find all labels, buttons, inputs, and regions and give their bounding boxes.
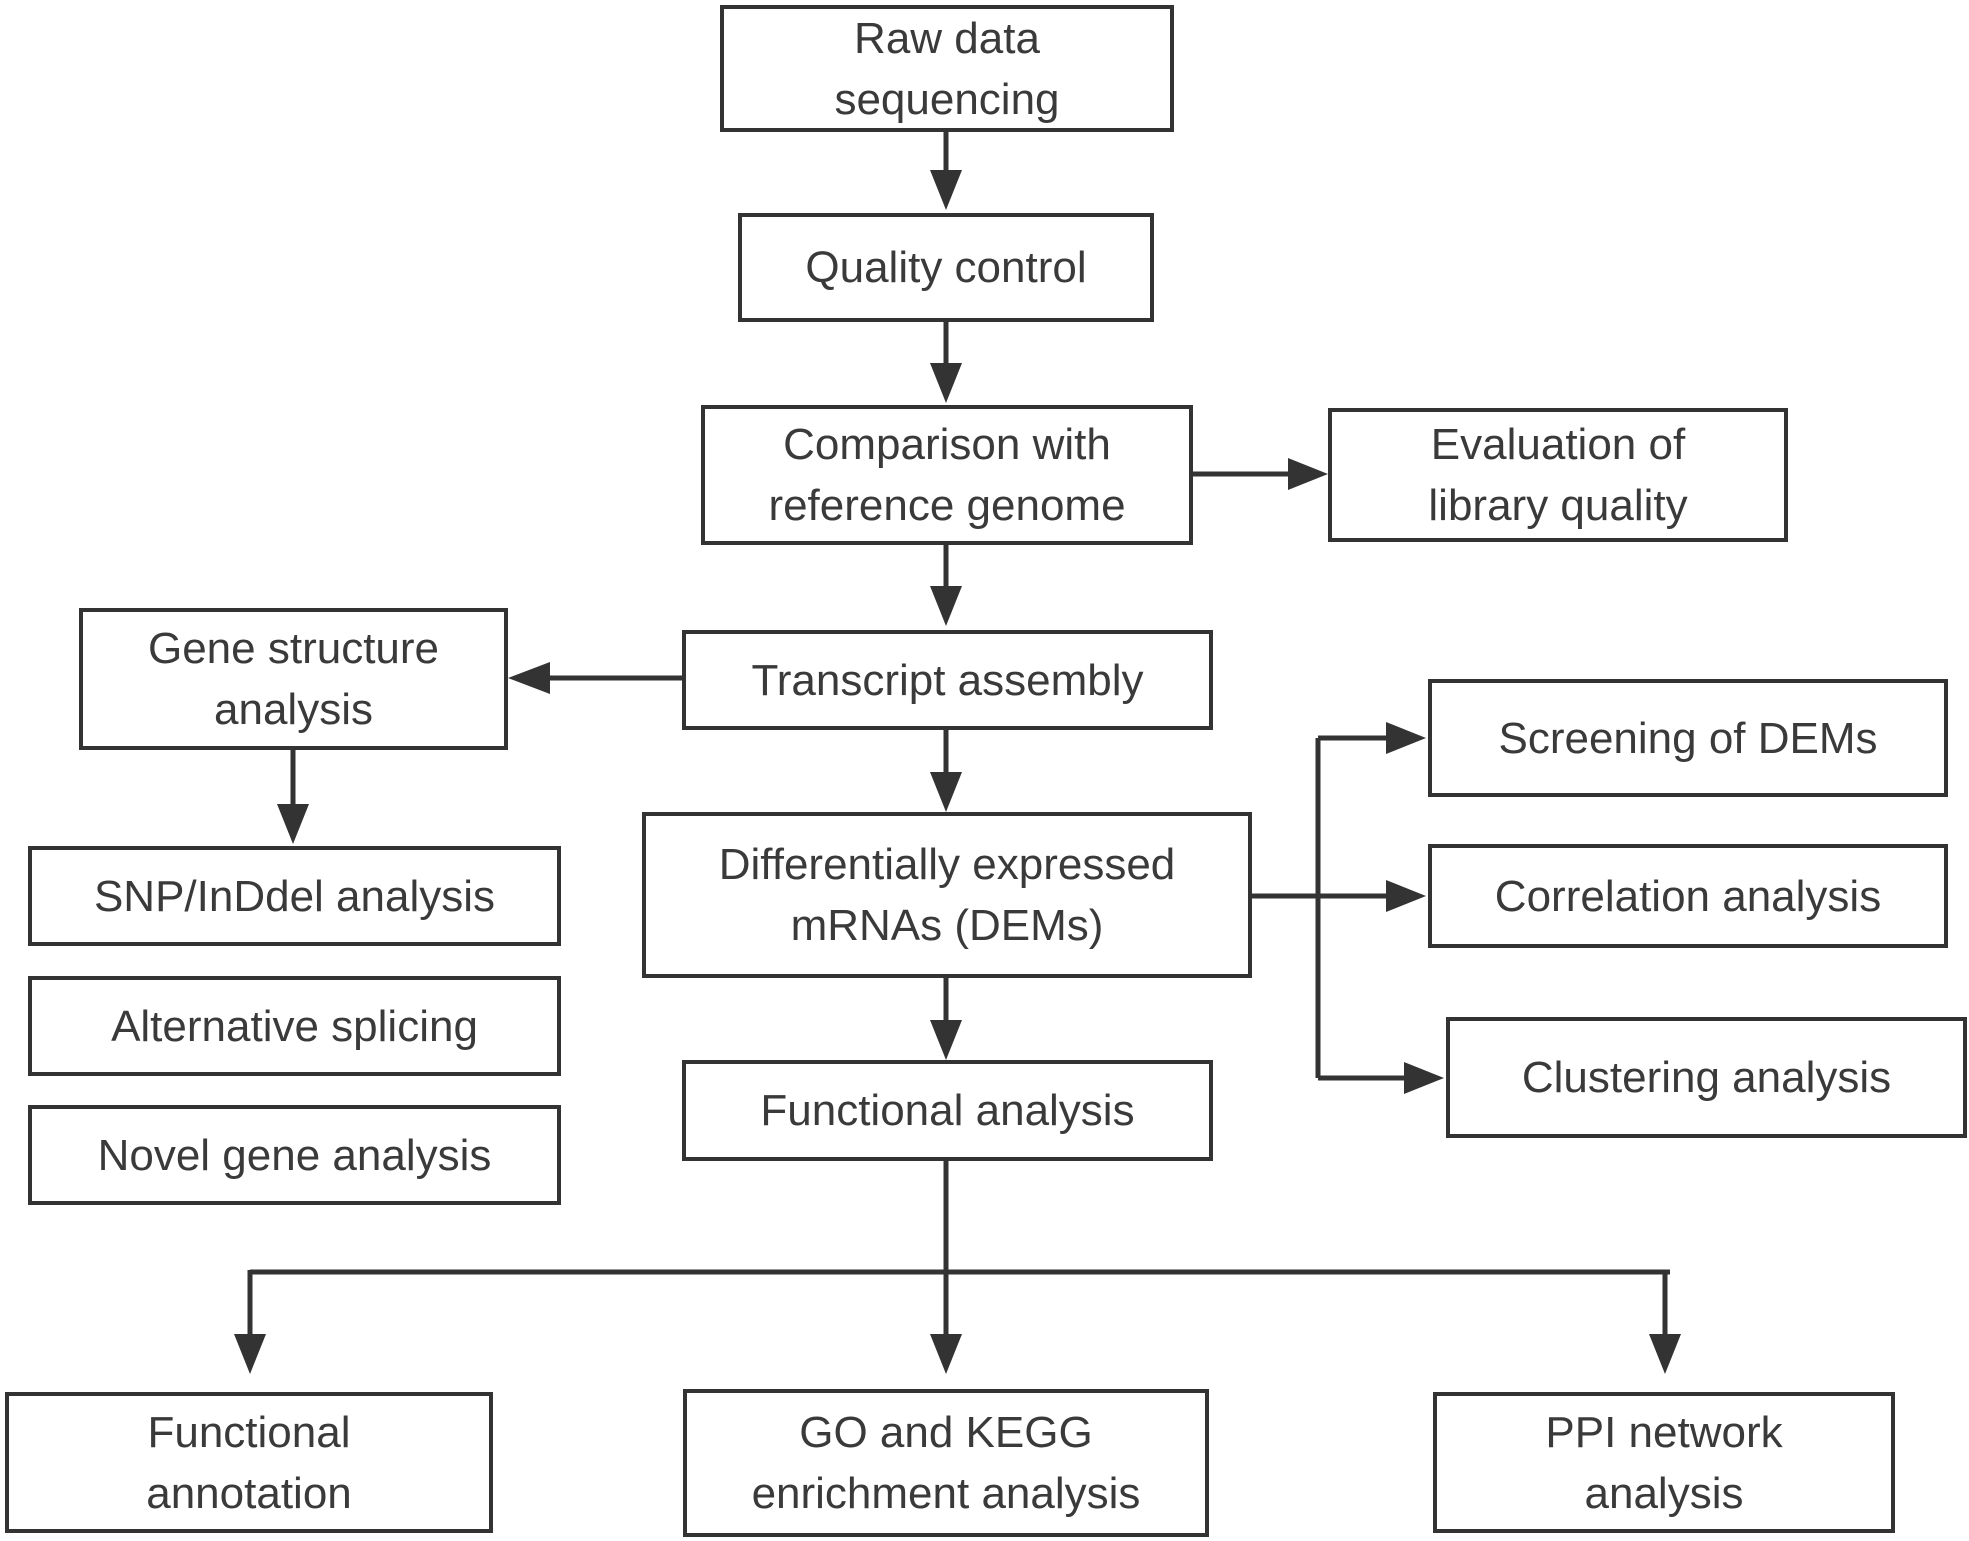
arrow-gene-structure-to-snp [277,750,309,844]
snp-indel-analysis-box: SNP/InDdel analysis [28,846,561,946]
dems-box: Differentially expressed mRNAs (DEMs) [642,812,1252,978]
novel-gene-analysis-box: Novel gene analysis [28,1105,561,1205]
arrow-raw-to-qc [930,130,962,210]
gene-structure-analysis-box: Gene structure analysis [79,608,508,750]
alternative-splicing-box: Alternative splicing [28,976,561,1076]
arrow-functional-branch [234,1161,1681,1374]
evaluation-library-quality-box: Evaluation of library quality [1328,408,1788,542]
raw-data-sequencing-box: Raw data sequencing [720,5,1174,132]
functional-analysis-box: Functional analysis [682,1060,1213,1161]
ppi-network-analysis-box: PPI network analysis [1433,1392,1895,1533]
correlation-analysis-box: Correlation analysis [1428,844,1948,948]
arrow-dems-branch [1252,722,1444,1094]
arrow-transcript-to-gene-structure [508,662,682,694]
functional-annotation-box: Functional annotation [5,1392,493,1533]
screening-of-dems-box: Screening of DEMs [1428,679,1948,797]
clustering-analysis-box: Clustering analysis [1446,1017,1967,1138]
arrow-qc-to-comparison [930,322,962,403]
arrow-comparison-to-transcript [930,544,962,626]
comparison-reference-genome-box: Comparison with reference genome [701,405,1193,545]
transcript-assembly-box: Transcript assembly [682,630,1213,730]
arrow-comparison-to-evaluation [1190,458,1328,490]
arrow-transcript-to-dems [930,730,962,812]
quality-control-box: Quality control [738,213,1154,322]
go-kegg-enrichment-box: GO and KEGG enrichment analysis [683,1389,1209,1537]
arrow-dems-to-functional [930,978,962,1060]
